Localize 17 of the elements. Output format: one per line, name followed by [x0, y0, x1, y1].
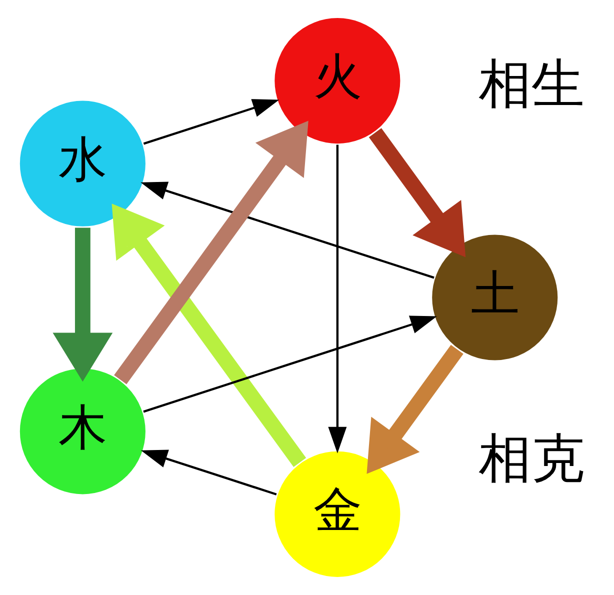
arrow [140, 450, 277, 496]
arrow [143, 316, 437, 413]
arrow [366, 344, 464, 474]
node-circle: 木 [18, 366, 148, 496]
node-circle: 金 [272, 449, 402, 580]
node-circle: 水 [18, 98, 148, 229]
node-circle: 土 [430, 232, 560, 362]
label: 相克 [478, 428, 584, 490]
node-circle: 火 [272, 16, 402, 146]
arrow [143, 99, 280, 145]
label: 相生 [478, 54, 584, 115]
arrow [140, 182, 434, 279]
arrow [328, 144, 347, 454]
arrow [112, 204, 306, 467]
arrow [114, 120, 308, 384]
arrow [52, 228, 113, 382]
arrow [368, 128, 466, 258]
